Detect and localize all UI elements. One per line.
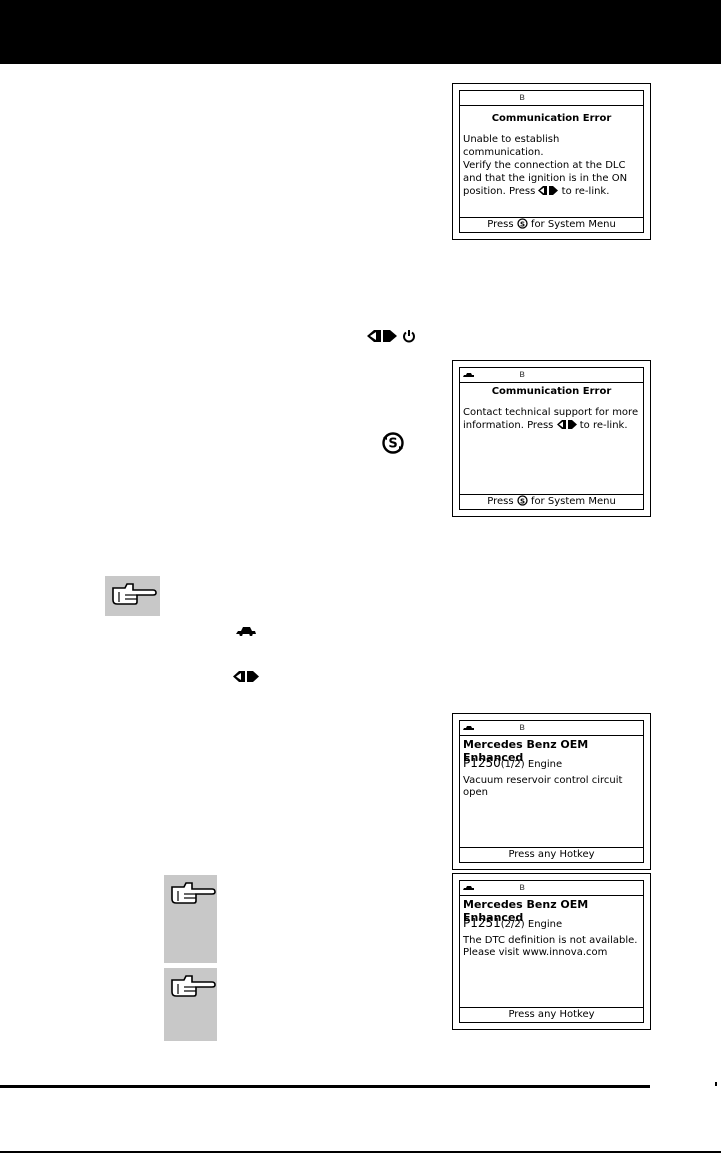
bluetooth-icon: ʙ bbox=[519, 369, 525, 380]
footer-divider bbox=[0, 1085, 650, 1088]
lcd-frame: ʙ Communication Error Contact technical … bbox=[459, 367, 644, 510]
dtc-description: The DTC definition is not available. Ple… bbox=[463, 935, 638, 958]
bluetooth-icon: ʙ bbox=[519, 92, 525, 103]
bluetooth-icon: ʙ bbox=[519, 722, 525, 733]
page-header-bar bbox=[0, 0, 721, 64]
vehicle-icon bbox=[463, 373, 474, 377]
lcd-frame: ʙ Mercedes Benz OEM Enhanced P1250(1/2) … bbox=[459, 720, 644, 863]
bluetooth-icon: ʙ bbox=[519, 882, 525, 893]
system-menu-icon: S bbox=[382, 432, 404, 454]
pointing-hand-icon bbox=[171, 975, 216, 997]
screen-footer: Press S for System Menu bbox=[460, 494, 643, 509]
status-bar: ʙ bbox=[460, 368, 643, 383]
dtc-code-line: P1251(2/2) Engine bbox=[463, 916, 641, 930]
dtc-description: Vacuum reservoir control circuit open bbox=[463, 775, 623, 798]
lcd-frame: ʙ Communication Error Unable to establis… bbox=[459, 90, 644, 233]
margin-mark bbox=[715, 1082, 717, 1086]
dtc-index: (2/2) bbox=[500, 919, 525, 930]
screen-footer: Press S for System Menu bbox=[460, 217, 643, 232]
dtc-code: P1251 bbox=[463, 916, 501, 930]
status-bar: ʙ bbox=[460, 721, 643, 736]
link-button-icon bbox=[556, 420, 577, 429]
svg-text:S: S bbox=[520, 220, 525, 228]
dtc-module: Engine bbox=[527, 759, 563, 770]
screen-title: Communication Error bbox=[491, 386, 612, 397]
lcd-frame: ʙ Mercedes Benz OEM Enhanced P1251(2/2) … bbox=[459, 880, 644, 1023]
vehicle-icon bbox=[236, 627, 256, 636]
pointing-hand-icon bbox=[171, 882, 216, 904]
lcd-screen-oem-code-1: ʙ Mercedes Benz OEM Enhanced P1250(1/2) … bbox=[452, 713, 651, 870]
link-button-icon bbox=[233, 671, 259, 682]
screen-message: Contact technical support for more infor… bbox=[463, 407, 639, 431]
note-hand-icon bbox=[164, 968, 217, 1041]
status-bar: ʙ bbox=[460, 91, 643, 106]
lcd-screen-communication-error-2: ʙ Communication Error Contact technical … bbox=[452, 360, 651, 517]
svg-text:S: S bbox=[520, 497, 525, 505]
screen-footer: Press any Hotkey bbox=[460, 847, 643, 862]
lcd-screen-oem-code-2: ʙ Mercedes Benz OEM Enhanced P1251(2/2) … bbox=[452, 873, 651, 1030]
link-button-icon bbox=[538, 186, 559, 195]
dtc-index: (1/2) bbox=[500, 759, 525, 770]
note-hand-icon bbox=[105, 576, 160, 616]
system-menu-icon: S bbox=[517, 495, 528, 506]
screen-message: Unable to establish communication. Verif… bbox=[463, 134, 628, 197]
pointing-hand-icon bbox=[112, 583, 157, 605]
power-icon bbox=[403, 330, 415, 343]
screen-footer: Press any Hotkey bbox=[460, 1007, 643, 1022]
dtc-code-line: P1250(1/2) Engine bbox=[463, 756, 641, 770]
lcd-screen-communication-error-1: ʙ Communication Error Unable to establis… bbox=[452, 83, 651, 240]
bottom-divider bbox=[0, 1151, 721, 1153]
system-menu-icon: S bbox=[517, 218, 528, 229]
dtc-code: P1250 bbox=[463, 756, 501, 770]
dtc-module: Engine bbox=[527, 919, 563, 930]
link-button-icon bbox=[367, 330, 397, 342]
vehicle-icon bbox=[463, 726, 474, 730]
svg-text:S: S bbox=[388, 437, 397, 452]
vehicle-icon bbox=[463, 886, 474, 890]
screen-title: Mercedes Benz OEM Enhanced bbox=[463, 738, 589, 764]
note-hand-icon bbox=[164, 875, 217, 963]
screen-title: Mercedes Benz OEM Enhanced bbox=[463, 898, 589, 924]
status-bar: ʙ bbox=[460, 881, 643, 896]
screen-title: Communication Error bbox=[491, 113, 612, 124]
